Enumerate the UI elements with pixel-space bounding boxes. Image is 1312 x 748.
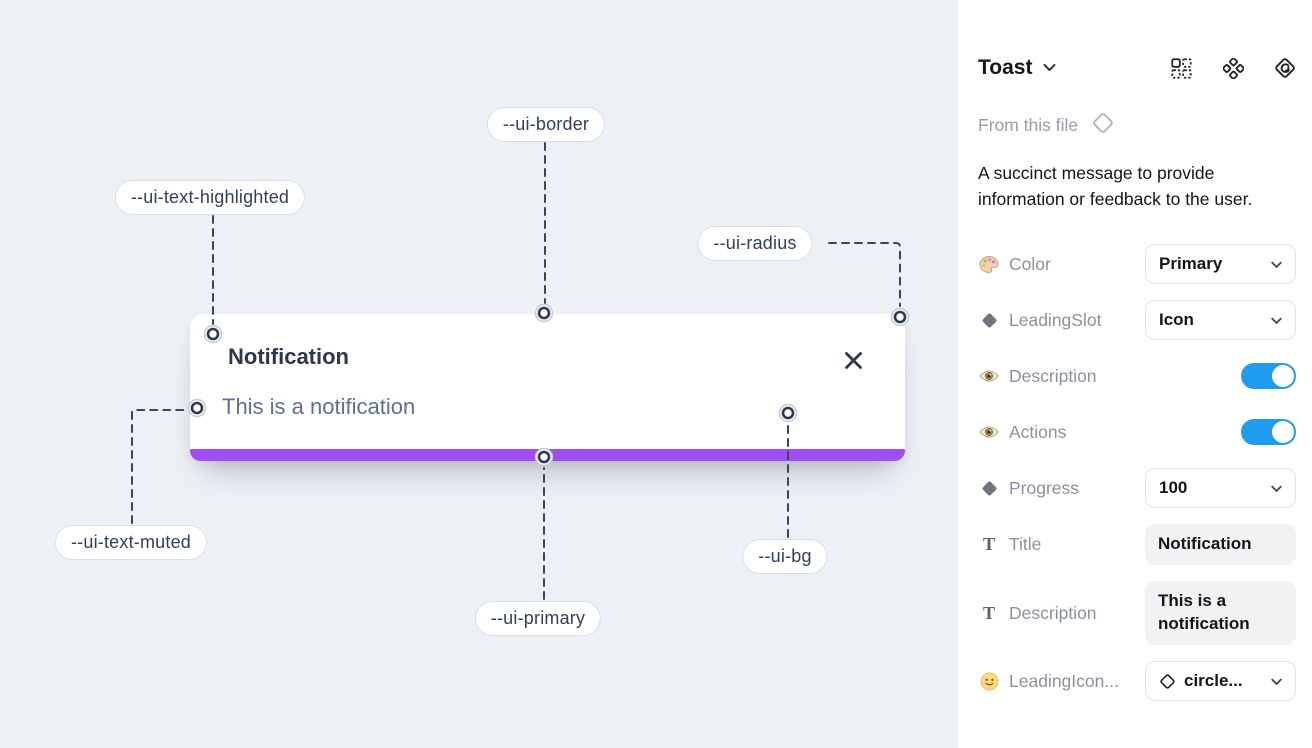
- eye-icon: [978, 369, 1000, 383]
- progress-dropdown[interactable]: 100: [1145, 468, 1296, 509]
- prop-label-leadingslot: LeadingSlot: [1009, 309, 1102, 330]
- panel-title: Toast: [978, 56, 1033, 79]
- property-list: Color Primary LeadingSlot Icon: [978, 244, 1296, 717]
- file-diamond-icon: [1091, 111, 1115, 140]
- close-icon[interactable]: [841, 348, 865, 372]
- variable-label-ui-border[interactable]: --ui-border: [486, 107, 606, 142]
- component-selector[interactable]: Toast: [978, 56, 1056, 80]
- eye-icon: [978, 425, 1000, 439]
- prop-label-title: Title: [1009, 534, 1042, 555]
- prop-row-title: T Title Notification: [978, 524, 1296, 566]
- panel-header: Toast: [978, 56, 1296, 80]
- connector-ui-text-muted-line: [131, 409, 188, 524]
- header-actions: [1170, 57, 1296, 79]
- component-icon[interactable]: [1222, 57, 1244, 79]
- description-toggle[interactable]: [1241, 363, 1296, 390]
- prop-label-progress: Progress: [1009, 477, 1080, 498]
- chevron-down-icon: [1271, 478, 1282, 498]
- smiley-icon: [978, 672, 1000, 691]
- prop-label-description: Description: [1009, 365, 1097, 386]
- prop-row-color: Color Primary: [978, 244, 1296, 285]
- toast-description: This is a notification: [222, 394, 416, 419]
- title-text-field[interactable]: Notification: [1145, 524, 1296, 566]
- prop-label-description-text: Description: [1009, 602, 1097, 623]
- prop-row-actions-toggle: Actions: [978, 412, 1296, 452]
- toast-component-preview[interactable]: Notification This is a notification: [190, 314, 905, 461]
- chevron-down-icon: [1271, 671, 1282, 691]
- prop-row-description-toggle: Description: [978, 356, 1296, 396]
- actions-toggle[interactable]: [1241, 419, 1296, 446]
- palette-icon: [978, 255, 1000, 274]
- leadingicon-dropdown[interactable]: circle...: [1145, 661, 1296, 702]
- prop-row-progress: Progress 100: [978, 468, 1296, 509]
- component-description: A succinct message to provide informatio…: [978, 163, 1253, 209]
- leadingslot-dropdown[interactable]: Icon: [1145, 300, 1296, 341]
- source-label: From this file: [978, 115, 1079, 135]
- variable-label-ui-text-highlighted[interactable]: --ui-text-highlighted: [114, 180, 306, 215]
- prop-row-description-text: T Description This is a notification: [978, 581, 1296, 646]
- description-text-field[interactable]: This is a notification: [1145, 581, 1296, 646]
- properties-panel: Toast: [958, 0, 1312, 748]
- diamond-icon: [978, 480, 1000, 497]
- prop-row-leadingslot: LeadingSlot Icon: [978, 300, 1296, 341]
- connector-ui-radius-line: [828, 242, 901, 307]
- instance-grid-icon[interactable]: [1170, 57, 1192, 79]
- color-dropdown[interactable]: Primary: [1145, 244, 1296, 285]
- prop-label-leadingicon: LeadingIcon...: [1009, 670, 1119, 691]
- prop-label-actions: Actions: [1009, 421, 1067, 442]
- variable-label-ui-text-muted[interactable]: --ui-text-muted: [54, 525, 208, 560]
- return-to-instance-icon[interactable]: [1274, 57, 1296, 79]
- prop-row-leadingicon: LeadingIcon... circle...: [978, 661, 1296, 702]
- variable-label-ui-primary[interactable]: --ui-primary: [474, 601, 602, 636]
- text-icon: T: [982, 534, 995, 555]
- chevron-down-icon: [1271, 310, 1282, 330]
- toast-title: Notification: [228, 344, 349, 369]
- source-row: From this file: [978, 111, 1296, 140]
- diamond-outline-icon: [1159, 673, 1176, 690]
- chevron-down-icon: [1043, 59, 1056, 77]
- design-canvas[interactable]: Notification This is a notification: [0, 0, 958, 748]
- chevron-down-icon: [1271, 254, 1282, 274]
- toast-progress-bar: [190, 449, 905, 461]
- prop-label-color: Color: [1009, 253, 1051, 274]
- diamond-icon: [978, 312, 1000, 329]
- text-icon: T: [982, 602, 995, 623]
- variable-label-ui-radius[interactable]: --ui-radius: [697, 226, 813, 261]
- variable-label-ui-bg[interactable]: --ui-bg: [742, 539, 828, 574]
